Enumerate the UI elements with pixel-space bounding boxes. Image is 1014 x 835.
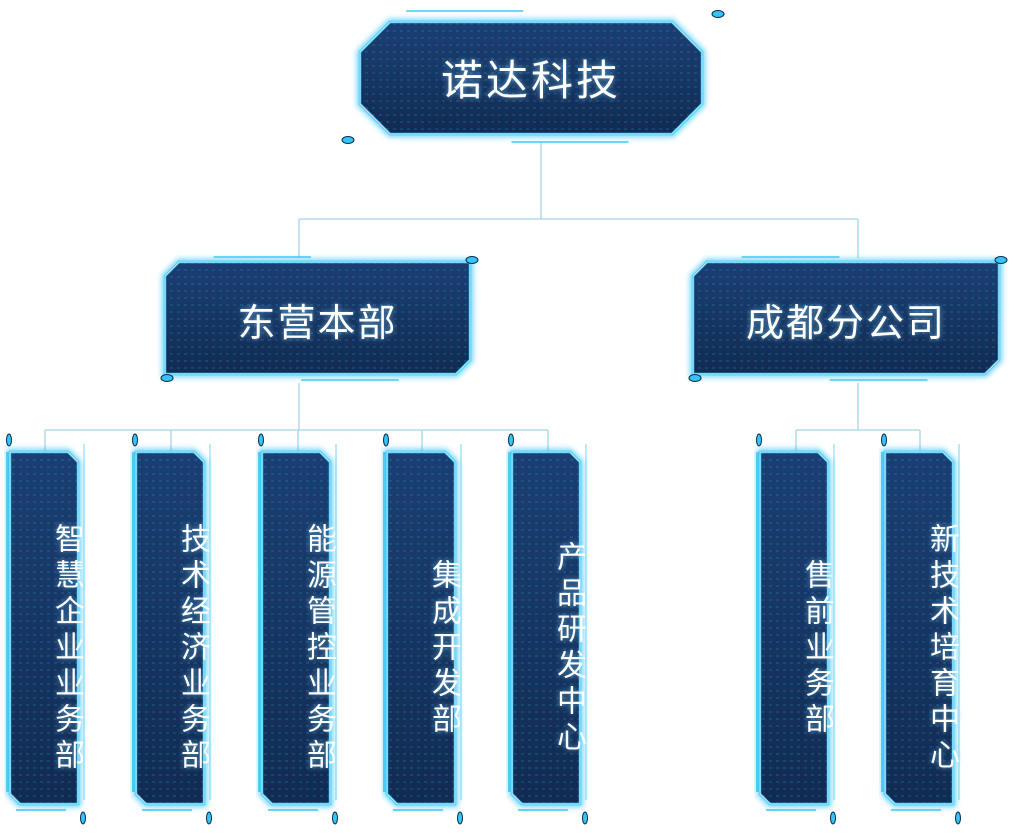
dept-node-presales: 售前业务部	[754, 430, 838, 830]
root-node-label: 诺达科技	[440, 56, 621, 104]
dept-node-label: 集成开发部	[427, 559, 460, 739]
branch-node-dongying: 东营本部	[155, 254, 480, 384]
dept-node-label: 售前业务部	[800, 559, 833, 739]
dept-node-product-rd: 产品研发中心	[506, 430, 590, 830]
branch-node-label: 东营本部	[237, 302, 398, 345]
dept-node-smart-enterprise: 智慧企业业务部	[4, 430, 88, 830]
branch-node-label: 成都分公司	[745, 302, 946, 345]
branch-node-chengdu: 成都分公司	[683, 254, 1009, 384]
dept-node-energy-control: 能源管控业务部	[256, 430, 340, 830]
dept-node-label: 产品研发中心	[552, 541, 585, 757]
root-node: 诺达科技	[336, 8, 726, 146]
dept-node-label: 能源管控业务部	[302, 523, 335, 775]
dept-node-label: 智慧企业业务部	[50, 523, 83, 775]
dept-node-label: 技术经济业务部	[176, 523, 209, 775]
dept-node-tech-economics: 技术经济业务部	[130, 430, 214, 830]
dept-node-integration-dev: 集成开发部	[381, 430, 465, 830]
dept-node-label: 新技术培育中心	[925, 523, 958, 775]
dept-node-new-tech-incubation: 新技术培育中心	[879, 430, 963, 830]
